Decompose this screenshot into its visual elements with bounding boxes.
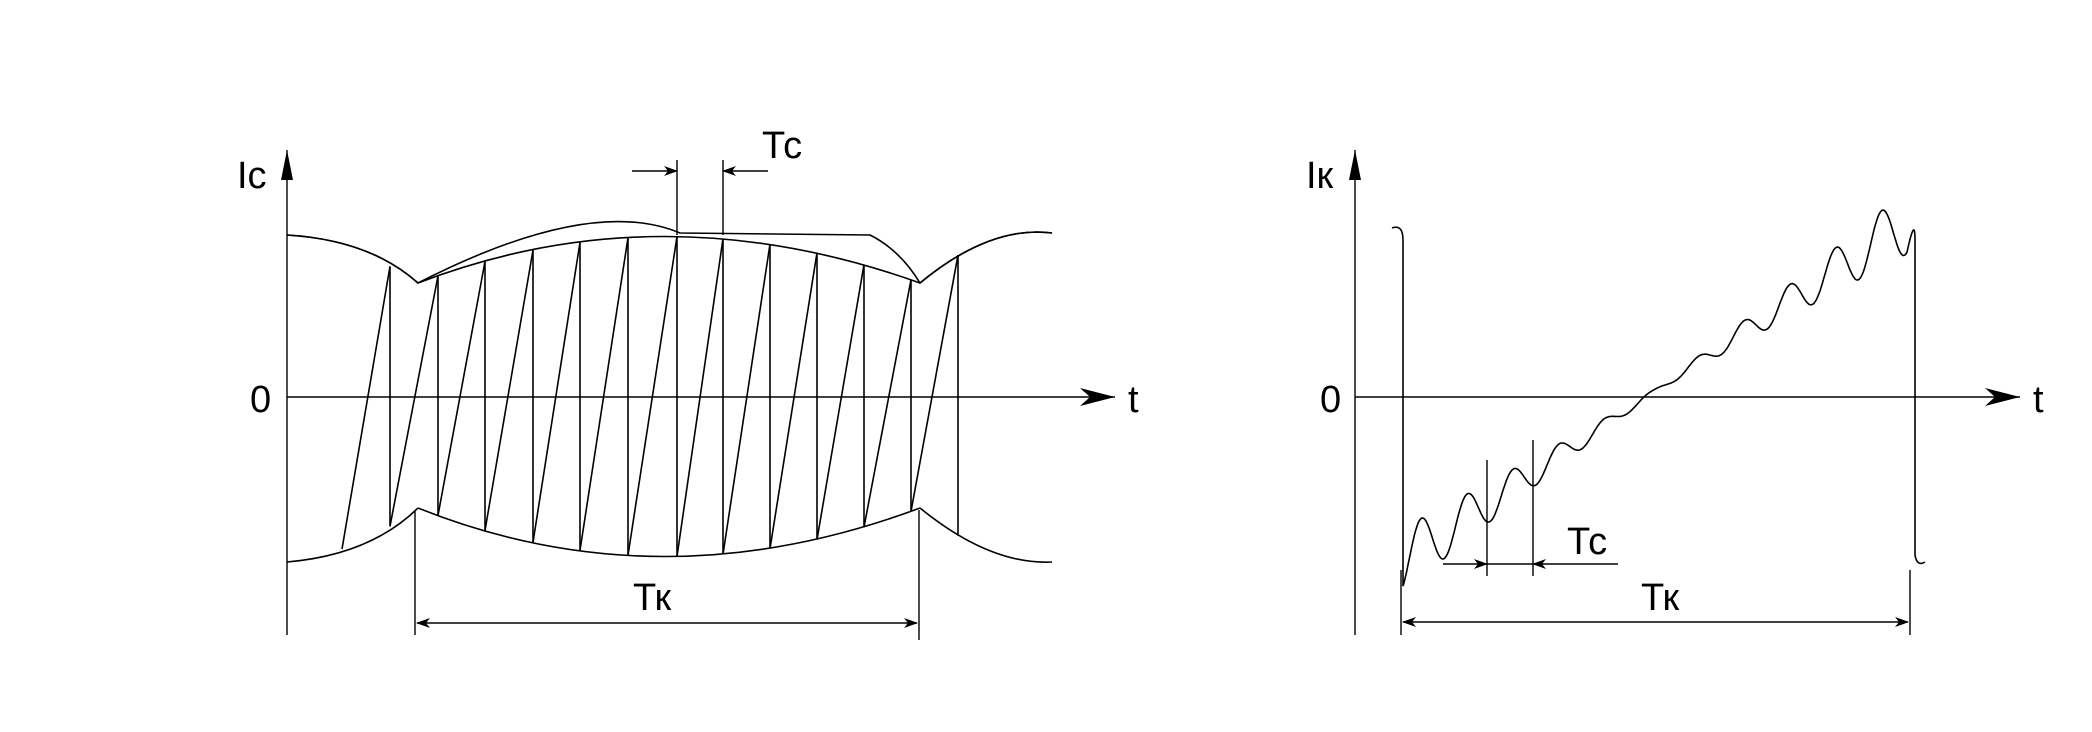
left-x-axis-arrow-icon: [1080, 388, 1115, 406]
sawtooth-rise: [816, 264, 865, 540]
sawtooth-rise: [769, 252, 818, 549]
left-envelope-lower: [286, 507, 419, 563]
left-tc-label: Тс: [762, 125, 802, 167]
right-y-axis-arrow-icon: [1349, 150, 1361, 180]
left-envelope-upper-right: [919, 231, 1053, 284]
left-origin-label: 0: [250, 379, 271, 421]
right-plot: Iк t 0 Тс Тк: [1306, 150, 2044, 635]
sawtooth-rise: [627, 236, 678, 556]
left-y-axis-arrow-icon: [281, 150, 293, 180]
sawtooth-rise: [863, 279, 912, 528]
right-origin-label: 0: [1320, 379, 1341, 421]
sawtooth-rise: [389, 275, 439, 527]
left-envelope-upper: [286, 220, 1053, 285]
left-plot: Iс t 0 Тс Тк: [237, 125, 1139, 640]
left-envelope-lower-main: [417, 507, 921, 558]
sawtooth-rise: [910, 254, 959, 512]
right-x-axis-label: t: [2033, 379, 2044, 421]
sawtooth-rise: [484, 250, 534, 531]
left-x-axis-label: t: [1128, 379, 1139, 421]
sawtooth-rise: [722, 243, 771, 555]
sawtooth-rise: [437, 261, 486, 516]
right-tk-label: Тк: [1641, 577, 1680, 619]
sawtooth-rise: [676, 238, 724, 557]
right-y-axis-label: Iк: [1306, 155, 1334, 197]
left-tk-label: Тк: [633, 577, 672, 619]
right-tc-label: Тс: [1567, 521, 1607, 563]
left-envelope-upper-left: [286, 234, 419, 284]
left-sawtooth-wave: [341, 236, 959, 557]
left-envelope-lower-right: [919, 507, 1053, 563]
sawtooth-rise: [532, 242, 581, 543]
sawtooth-rise: [341, 266, 391, 550]
right-ramp-wave: [1391, 209, 1926, 587]
right-x-axis-arrow-icon: [1985, 388, 2020, 406]
left-envelope-upper-main: [417, 235, 921, 284]
sawtooth-rise: [579, 237, 629, 551]
left-y-axis-label: Iс: [237, 155, 267, 197]
